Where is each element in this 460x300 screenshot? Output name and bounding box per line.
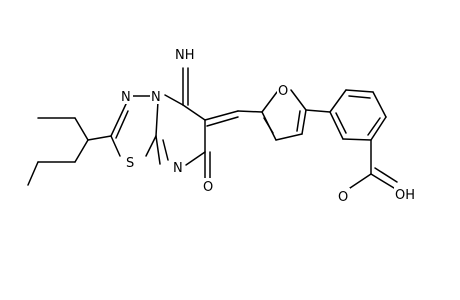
atom-label-oxygen-ketone: O xyxy=(202,178,215,195)
bond xyxy=(275,133,303,141)
bond xyxy=(367,117,381,136)
atom-label-oxygen-acid: O xyxy=(337,188,350,205)
bond xyxy=(374,167,398,183)
bond-lines xyxy=(27,67,398,189)
bond xyxy=(74,139,89,163)
atom-label-imine: NH xyxy=(173,46,199,63)
atom-label-oxygen-furan: O xyxy=(277,82,290,99)
bond xyxy=(370,173,395,189)
bond xyxy=(164,94,184,106)
bond xyxy=(237,110,263,113)
atom-text: S xyxy=(126,156,134,171)
bond xyxy=(335,112,347,134)
bond xyxy=(182,104,206,121)
bond xyxy=(87,135,112,141)
bond xyxy=(329,89,347,113)
atom-text: NH xyxy=(175,48,195,63)
bond xyxy=(372,91,387,118)
bond xyxy=(204,110,239,121)
bond xyxy=(263,117,274,134)
atom-label-nitrogen-lower: N xyxy=(172,159,185,176)
atom-text: O xyxy=(203,180,213,195)
atom-text: OH xyxy=(395,188,415,203)
bond xyxy=(110,103,127,137)
bond xyxy=(206,116,239,127)
bond xyxy=(155,100,159,137)
bond xyxy=(74,117,89,141)
bond xyxy=(349,173,372,189)
atom-text: N xyxy=(121,90,131,105)
bond xyxy=(329,111,344,140)
bond xyxy=(305,109,331,113)
atom-label-hydroxyl: OH xyxy=(394,186,418,203)
atom-text: O xyxy=(338,190,348,205)
bond xyxy=(261,91,278,113)
bond xyxy=(145,135,157,157)
atom-label-nitrogen-left: N xyxy=(120,88,133,105)
atom-label-sulfur: S xyxy=(125,154,137,171)
bond xyxy=(370,116,387,141)
bond xyxy=(115,110,129,139)
bond xyxy=(110,135,121,157)
atom-text: N xyxy=(151,90,161,105)
bond xyxy=(27,161,39,186)
bond xyxy=(348,95,371,99)
bond xyxy=(290,89,307,111)
bond xyxy=(185,151,206,166)
bond xyxy=(342,138,372,141)
bond xyxy=(162,139,169,161)
atom-label-nitrogen-ring: N xyxy=(150,88,163,105)
atom-text: O xyxy=(278,84,288,99)
bond xyxy=(345,89,374,93)
bond xyxy=(155,135,161,165)
atom-text: N xyxy=(173,161,183,176)
bond xyxy=(296,110,301,132)
bond xyxy=(301,109,307,135)
atom-labels: NH N N S N O O O xyxy=(120,46,418,205)
